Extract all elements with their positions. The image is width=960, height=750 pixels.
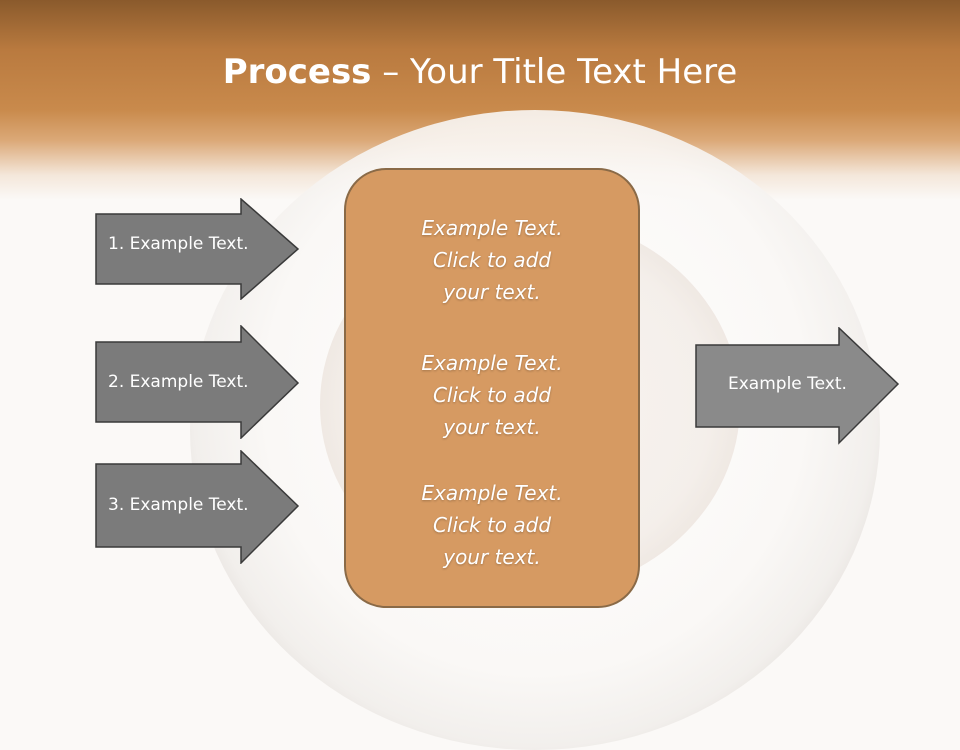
text-line: your text. — [443, 415, 541, 439]
text-line: your text. — [443, 280, 541, 304]
text-line: Example Text. — [421, 351, 563, 375]
process-arrow-3[interactable]: 3. Example Text. — [95, 450, 300, 564]
result-arrow[interactable]: Example Text. — [695, 327, 900, 445]
process-arrow-2[interactable]: 2. Example Text. — [95, 325, 300, 439]
arrow-shape-icon — [95, 450, 300, 564]
process-arrow-1[interactable]: 1. Example Text. — [95, 198, 300, 300]
title-bold: Process — [222, 52, 372, 92]
text-line: your text. — [443, 545, 541, 569]
arrow-shape-icon — [95, 325, 300, 439]
slide-title[interactable]: Process – Your Title Text Here — [0, 52, 960, 92]
text-line: Click to add — [432, 513, 552, 537]
title-rest: – Your Title Text Here — [371, 52, 738, 92]
text-line: Example Text. — [421, 216, 563, 240]
arrow-shape-icon — [95, 198, 300, 300]
arrow-label: 2. Example Text. — [108, 372, 249, 392]
center-text-block-1[interactable]: Example Text. Click to add your text. — [344, 212, 640, 308]
text-line: Click to add — [432, 248, 552, 272]
arrow-label: 3. Example Text. — [108, 495, 249, 515]
arrow-label: Example Text. — [728, 374, 847, 394]
center-content-box[interactable] — [344, 168, 640, 608]
text-line: Example Text. — [421, 481, 563, 505]
arrow-label: 1. Example Text. — [108, 234, 249, 254]
arrow-shape-icon — [695, 327, 900, 445]
center-text-block-2[interactable]: Example Text. Click to add your text. — [344, 347, 640, 443]
text-line: Click to add — [432, 383, 552, 407]
center-text-block-3[interactable]: Example Text. Click to add your text. — [344, 477, 640, 573]
